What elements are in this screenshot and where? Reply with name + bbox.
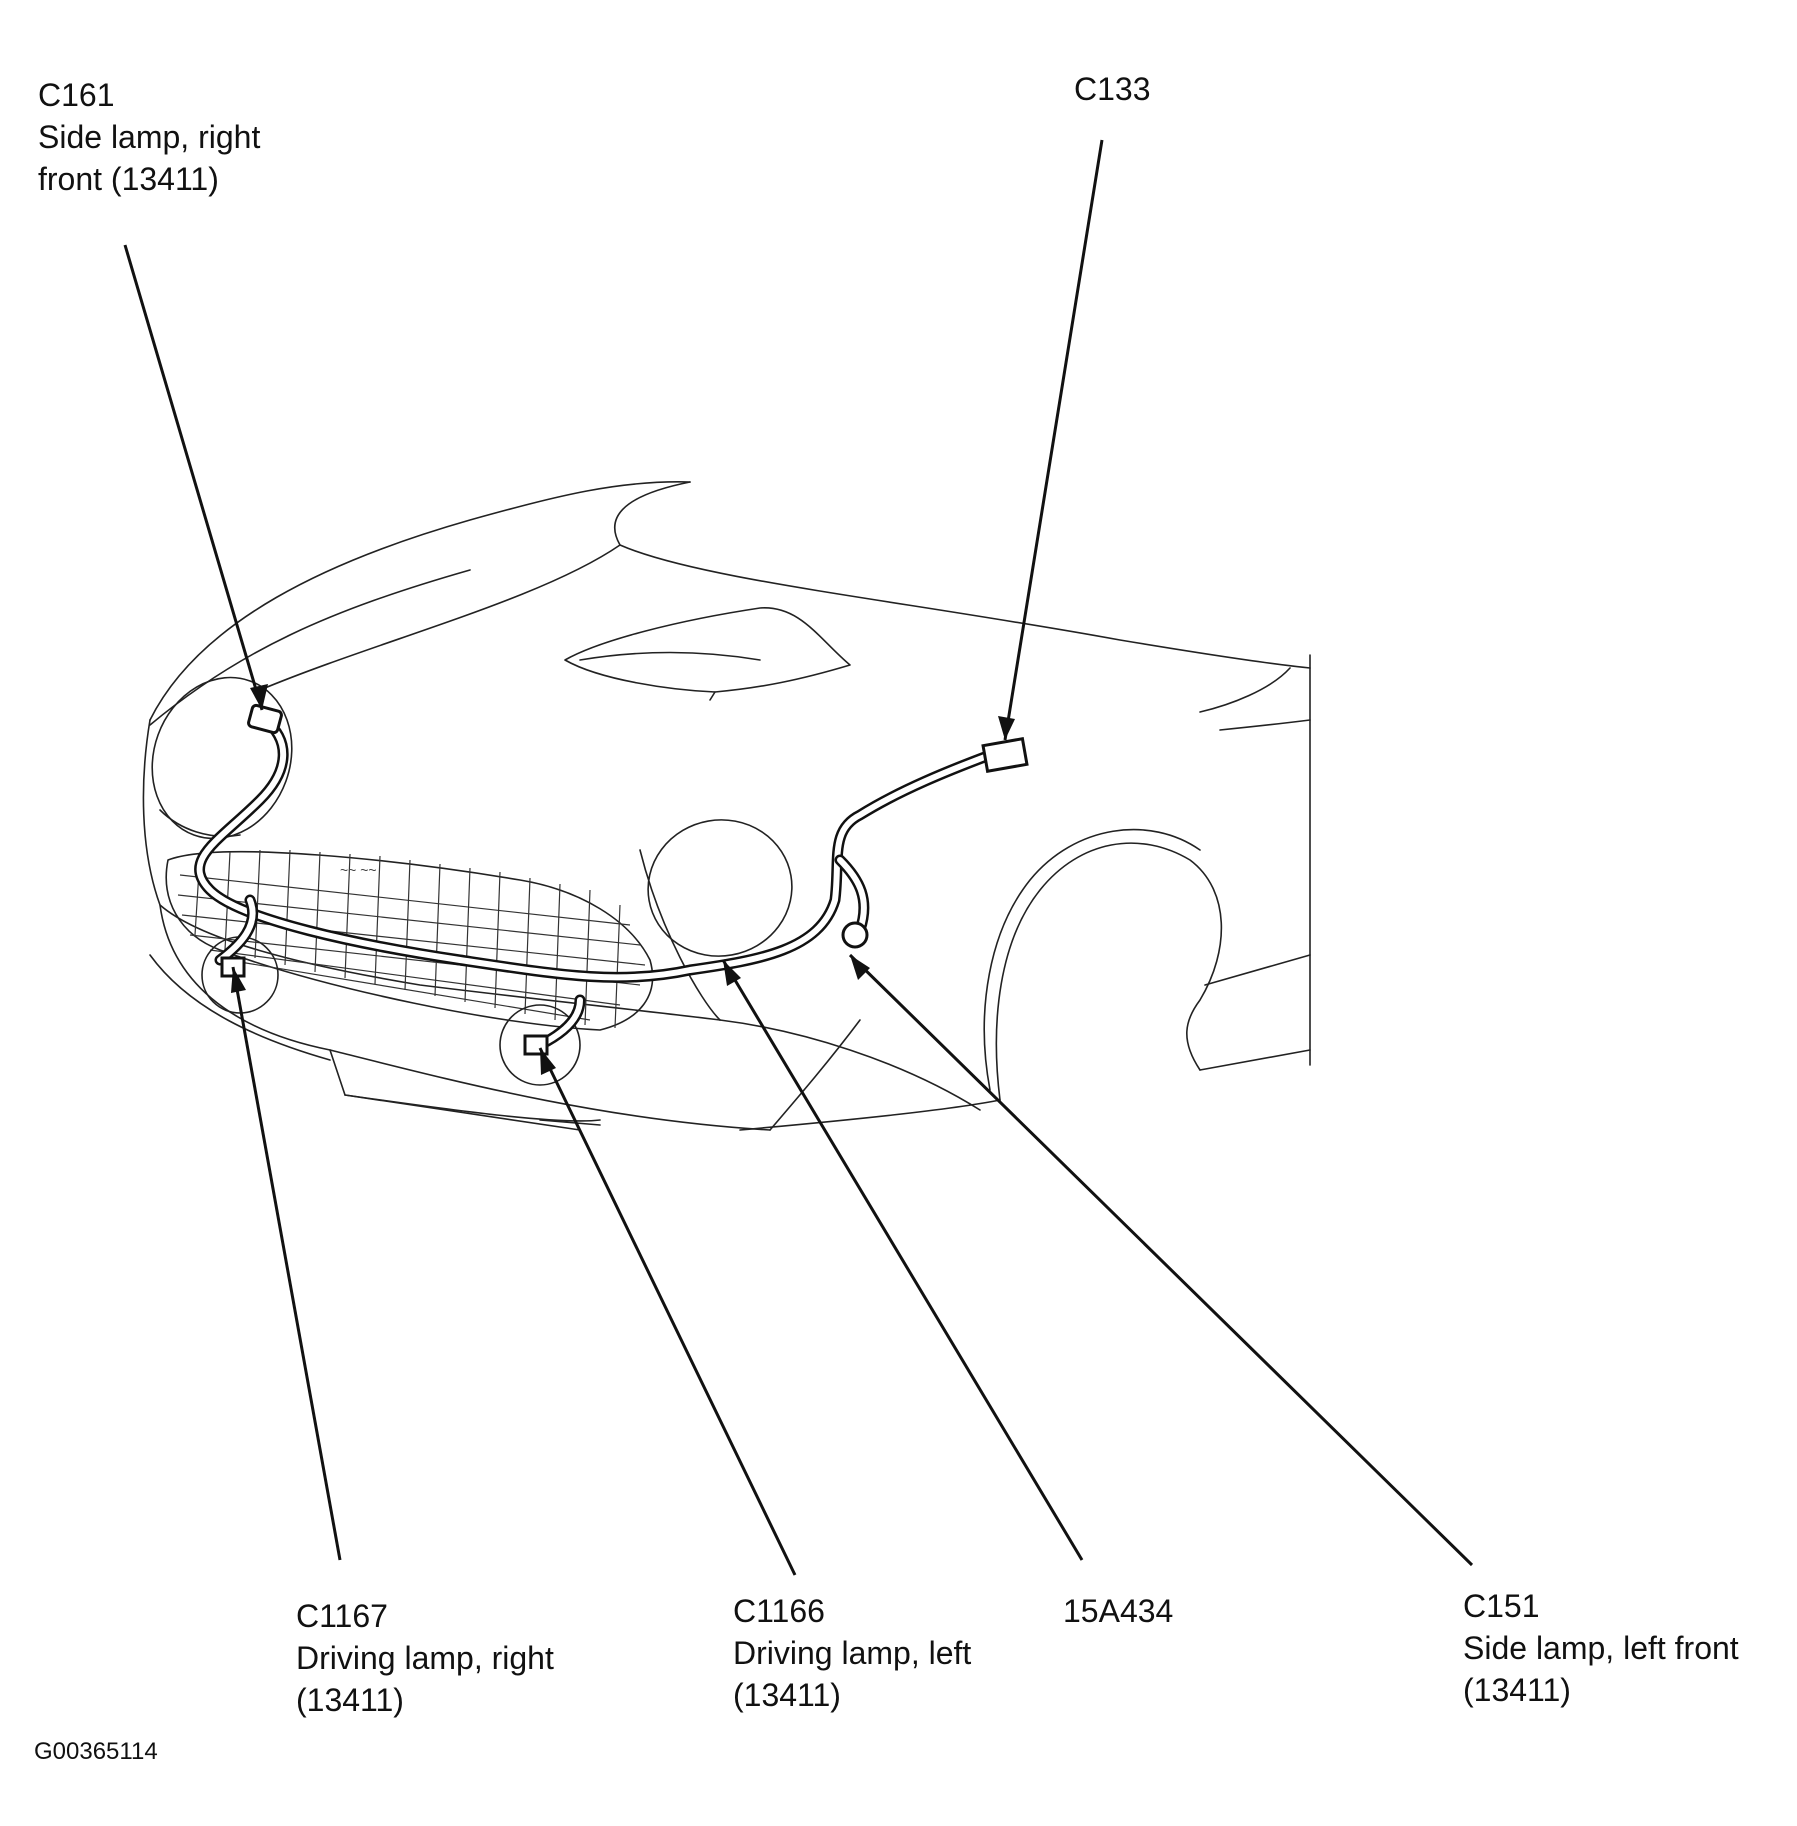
arrowhead-c151 bbox=[850, 955, 870, 980]
right-headlamp bbox=[151, 676, 293, 840]
callout-c161-desc-2: front (13411) bbox=[38, 161, 219, 197]
arrowhead-c1167 bbox=[231, 967, 246, 993]
callout-c161-id: C161 bbox=[38, 77, 115, 113]
emblem: ~~ ~~ bbox=[340, 862, 377, 878]
hood-outline bbox=[149, 481, 1311, 1066]
callout-c1166-id: C1166 bbox=[733, 1593, 825, 1629]
left-headlamp bbox=[647, 819, 793, 957]
callout-c133-id: C133 bbox=[1074, 71, 1151, 107]
fender bbox=[983, 719, 1311, 1101]
callout-c1166-desc-2: (13411) bbox=[733, 1677, 841, 1713]
leader-c151 bbox=[848, 953, 1474, 1567]
callout-c161: C161 Side lamp, right front (13411) bbox=[38, 74, 260, 200]
connector-c133 bbox=[981, 736, 1029, 774]
callout-15a434: 15A434 bbox=[1063, 1590, 1173, 1632]
leader-c1166 bbox=[538, 1047, 797, 1576]
callout-c151-id: C151 bbox=[1463, 1588, 1540, 1624]
callout-c161-desc-1: Side lamp, right bbox=[38, 119, 261, 155]
leader-c133 bbox=[1003, 139, 1104, 741]
callout-c151: C151 Side lamp, left front (13411) bbox=[1463, 1585, 1739, 1711]
driving-lamp-left bbox=[499, 1004, 581, 1086]
callout-c1167: C1167 Driving lamp, right (13411) bbox=[296, 1595, 554, 1721]
callout-c1166-desc-1: Driving lamp, left bbox=[733, 1635, 972, 1671]
arrowhead-15a434 bbox=[723, 960, 741, 986]
callout-c151-desc-2: (13411) bbox=[1463, 1672, 1571, 1708]
wiring-harness bbox=[194, 714, 996, 1051]
connector-c161 bbox=[247, 703, 283, 735]
arrowhead-c133 bbox=[998, 716, 1015, 740]
leader-lines bbox=[123, 139, 1474, 1576]
arrowhead-c1166 bbox=[540, 1048, 556, 1075]
callout-c133: C133 bbox=[1074, 68, 1151, 110]
callout-c151-desc-1: Side lamp, left front bbox=[1463, 1630, 1739, 1666]
leader-c161 bbox=[123, 244, 264, 711]
leader-15a434 bbox=[721, 959, 1084, 1561]
hood-scoop bbox=[564, 607, 851, 701]
callout-c1167-desc-1: Driving lamp, right bbox=[296, 1640, 554, 1676]
arrowhead-c161 bbox=[250, 684, 268, 710]
connectors bbox=[220, 703, 1029, 1056]
connector-c151 bbox=[841, 921, 869, 949]
connector-c1166 bbox=[523, 1034, 549, 1056]
callout-15a434-id: 15A434 bbox=[1063, 1593, 1174, 1629]
leader-c1167 bbox=[231, 966, 342, 1561]
callout-c1167-desc-2: (13411) bbox=[296, 1682, 404, 1718]
figure-id: G00365114 bbox=[34, 1738, 158, 1765]
callout-c1167-id: C1167 bbox=[296, 1598, 388, 1634]
front-fascia bbox=[142, 719, 1001, 1131]
callout-c1166: C1166 Driving lamp, left (13411) bbox=[733, 1590, 971, 1716]
